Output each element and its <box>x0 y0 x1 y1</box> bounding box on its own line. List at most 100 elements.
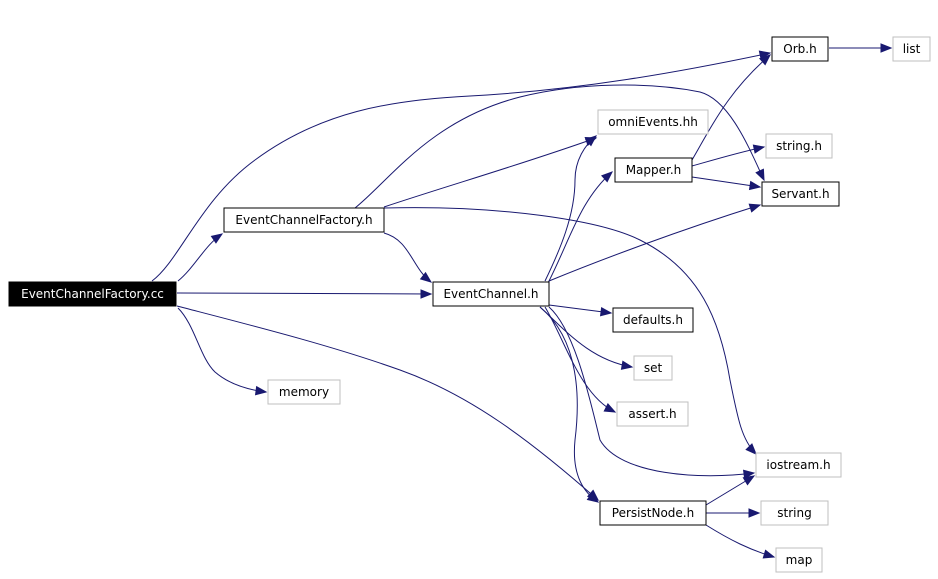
node-set[interactable]: set <box>633 355 673 381</box>
node-iostream[interactable]: iostream.h <box>755 452 842 478</box>
edge-ecf_cc-to-ec_h-line <box>176 292 432 295</box>
node-label-set: set <box>644 361 663 375</box>
node-mem[interactable]: memory <box>267 379 341 405</box>
node-box-mem <box>267 379 341 405</box>
node-box-pnode <box>599 500 707 526</box>
node-label-map: map <box>786 553 813 567</box>
edge-ec_h-to-omni-arrowhead <box>584 135 598 147</box>
node-label-list: list <box>903 42 921 56</box>
node-box-ecf_cc <box>8 281 177 307</box>
edge-ecf_h-to-servant-line <box>354 84 765 209</box>
node-defaults[interactable]: defaults.h <box>612 307 694 333</box>
edge-mapper-to-orb-arrowhead <box>758 54 772 66</box>
edge-ec_h-to-defaults <box>548 304 613 317</box>
node-label-omni: omniEvents.hh <box>608 115 698 129</box>
edge-ecf_cc-to-orb <box>151 50 772 282</box>
edge-pnode-to-map-line <box>705 524 775 558</box>
edge-ecf_h-to-ec_h <box>383 232 433 283</box>
edge-mapper-to-servant-arrowhead <box>748 180 762 191</box>
edge-ecf_cc-to-pnode <box>176 305 600 501</box>
node-strh[interactable]: string.h <box>765 133 833 159</box>
edge-ec_h-to-servant <box>548 203 762 282</box>
node-pnode[interactable]: PersistNode.h <box>599 500 707 526</box>
node-box-ec_h <box>432 281 550 307</box>
edge-ecf_h-to-iostream-arrowhead <box>745 443 757 455</box>
edge-ecf_h-to-omni <box>383 137 598 208</box>
node-label-assert: assert.h <box>628 407 676 421</box>
node-label-ecf_cc: EventChannelFactory.cc <box>21 287 164 301</box>
edge-mapper-to-servant-line <box>691 176 761 188</box>
node-box-defaults <box>612 307 694 333</box>
nodes-layer: EventChannelFactory.cc EventChannelFactor… <box>8 36 931 573</box>
edge-ecf_cc-to-ecf_h-arrowhead <box>210 233 224 244</box>
node-label-iostream: iostream.h <box>766 458 830 472</box>
node-box-iostream <box>755 452 842 478</box>
node-label-pnode: PersistNode.h <box>612 506 694 520</box>
node-assert[interactable]: assert.h <box>616 401 689 427</box>
edge-ecf_cc-to-mem-arrowhead <box>254 385 268 396</box>
node-label-ec_h: EventChannel.h <box>443 287 538 301</box>
edge-mapper-to-strh <box>691 144 766 167</box>
node-box-servant <box>761 181 840 207</box>
edge-ec_h-to-iostream-arrowhead <box>742 469 756 480</box>
node-label-defaults: defaults.h <box>623 313 683 327</box>
node-map[interactable]: map <box>775 547 823 573</box>
edge-ec_h-to-mapper-arrowhead <box>601 171 614 183</box>
edge-ecf_cc-to-ecf_h <box>177 233 224 282</box>
node-orb[interactable]: Orb.h <box>771 36 829 62</box>
node-list[interactable]: list <box>892 36 931 62</box>
node-box-set <box>633 355 673 381</box>
node-box-omni <box>597 109 709 135</box>
node-ecf_cc[interactable]: EventChannelFactory.cc <box>8 281 177 307</box>
edges-layer <box>151 43 893 559</box>
node-omni[interactable]: omniEvents.hh <box>597 109 709 135</box>
node-box-map <box>775 547 823 573</box>
edge-ec_h-to-servant-arrowhead <box>748 203 762 213</box>
edge-ecf_h-to-iostream <box>383 207 757 455</box>
edge-ecf_h-to-omni-line <box>383 137 597 208</box>
node-label-string: string <box>777 506 811 520</box>
edge-ecf_cc-to-orb-arrowhead <box>758 50 772 60</box>
node-label-ecf_h: EventChannelFactory.h <box>235 213 372 227</box>
edge-ec_h-to-pnode-arrowhead <box>586 492 600 503</box>
edge-mapper-to-strh-arrowhead <box>752 144 766 154</box>
edge-ecf_cc-to-ec_h <box>176 289 433 299</box>
edge-mapper-to-servant <box>691 176 762 191</box>
node-string[interactable]: string <box>760 500 829 526</box>
node-box-strh <box>765 133 833 159</box>
edge-ec_h-to-iostream-line <box>548 306 755 477</box>
node-box-ecf_h <box>223 207 385 233</box>
edge-pnode-to-iostream-arrowhead <box>742 475 756 486</box>
edge-orb-to-list-arrowhead <box>880 43 893 53</box>
node-label-orb: Orb.h <box>783 42 816 56</box>
edge-ec_h-to-assert-arrowhead <box>603 403 617 413</box>
node-ecf_h[interactable]: EventChannelFactory.h <box>223 207 385 233</box>
edge-ecf_h-to-iostream-line <box>383 207 757 455</box>
edge-ecf_cc-to-pnode-line <box>176 305 599 501</box>
edge-ecf_cc-to-orb-line <box>151 52 771 282</box>
edge-orb-to-list <box>829 43 893 53</box>
edge-ec_h-to-pnode-line <box>539 306 599 503</box>
node-ec_h[interactable]: EventChannel.h <box>432 281 550 307</box>
edge-ecf_cc-to-mem-line <box>177 307 267 393</box>
edge-ec_h-to-set-arrowhead <box>620 360 634 370</box>
edge-ec_h-to-iostream <box>548 306 756 480</box>
node-servant[interactable]: Servant.h <box>761 181 840 207</box>
node-label-mapper: Mapper.h <box>626 163 682 177</box>
node-box-list <box>892 36 931 62</box>
edge-ecf_cc-to-mem <box>177 307 268 396</box>
node-label-servant: Servant.h <box>771 187 829 201</box>
node-box-string <box>760 500 829 526</box>
edge-pnode-to-iostream <box>705 475 756 506</box>
node-label-strh: string.h <box>776 139 822 153</box>
node-mapper[interactable]: Mapper.h <box>614 157 693 183</box>
edge-ec_h-to-omni <box>544 135 598 282</box>
edge-ec_h-to-mapper-line <box>547 171 613 284</box>
node-box-mapper <box>614 157 693 183</box>
node-label-mem: memory <box>279 385 329 399</box>
edge-ec_h-to-defaults-arrowhead <box>599 306 613 317</box>
edge-ec_h-to-mapper <box>547 171 614 284</box>
edge-ecf_cc-to-ec_h-arrowhead <box>420 289 433 299</box>
node-box-assert <box>616 401 689 427</box>
